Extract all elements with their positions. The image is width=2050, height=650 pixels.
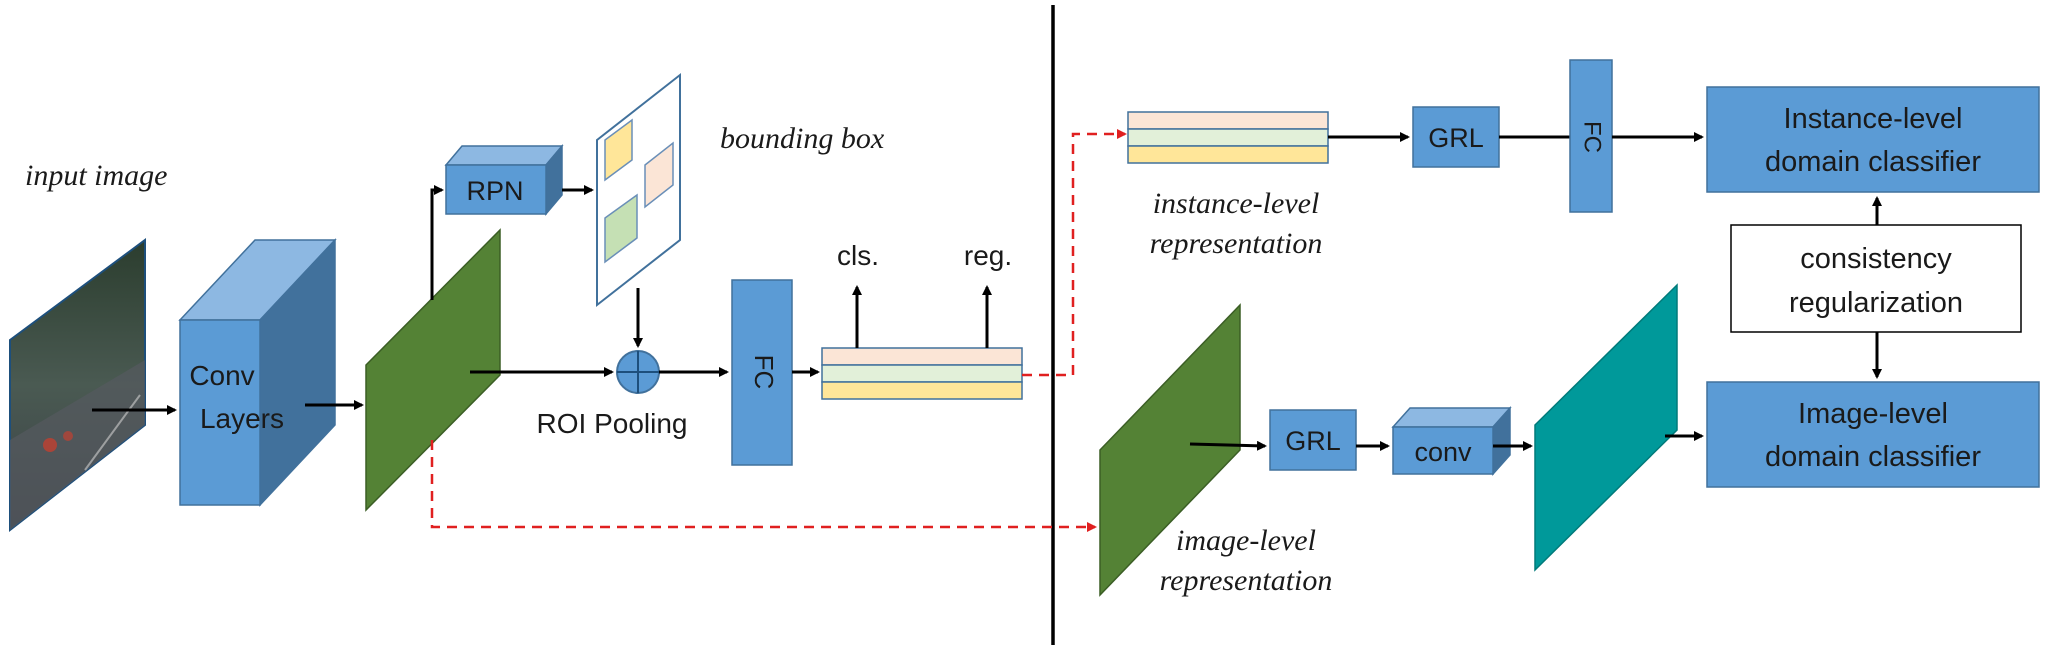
reg-label: reg. (964, 240, 1012, 271)
rpn-block (444, 143, 564, 217)
conv-layers-block (178, 238, 337, 507)
instance-classifier-label-1: Instance-level (1784, 103, 1963, 135)
rpn-label: RPN (466, 176, 523, 206)
image-repr-label-2: representation (1160, 564, 1333, 597)
instance-level-representation (1127, 111, 1329, 164)
bounding-box-proposals (596, 72, 681, 308)
conv-layers-label-2: Layers (200, 403, 284, 434)
instance-level-domain-classifier (1706, 86, 2040, 193)
grl-top-label: GRL (1428, 123, 1484, 153)
consistency-label-2: regularization (1789, 287, 1963, 319)
image-classifier-label-1: Image-level (1798, 398, 1948, 430)
image-level-domain-classifier (1706, 381, 2040, 488)
fc-main-label: FC (749, 355, 779, 390)
bounding-box-label: bounding box (720, 122, 885, 155)
instance-repr-label-2: representation (1150, 227, 1323, 260)
conv-layers-label-1: Conv (189, 360, 254, 391)
conv-small-label: conv (1414, 437, 1472, 467)
grl-bottom-label: GRL (1285, 426, 1341, 456)
image-classifier-label-2: domain classifier (1765, 441, 1981, 473)
input-image-label: input image (25, 159, 168, 192)
grl-top-block (1412, 106, 1500, 168)
image-repr-label-1: image-level (1176, 524, 1316, 557)
fc-top-label: FC (1579, 121, 1606, 153)
input-image (9, 238, 146, 533)
conv-small-block (1391, 406, 1512, 476)
fc-main-block (731, 279, 793, 466)
cls-label: cls. (837, 240, 879, 271)
roi-pooling-node (616, 350, 660, 394)
grl-bottom-block (1269, 409, 1357, 471)
image-level-output-map (1534, 283, 1678, 572)
instance-repr-label-1: instance-level (1153, 187, 1320, 220)
image-level-feature-map (1099, 303, 1241, 597)
roi-pooling-label: ROI Pooling (537, 408, 688, 439)
instance-classifier-label-2: domain classifier (1765, 146, 1981, 178)
consistency-label-1: consistency (1800, 243, 1952, 275)
roi-feature-vector (821, 347, 1023, 400)
feature-map (365, 228, 501, 512)
